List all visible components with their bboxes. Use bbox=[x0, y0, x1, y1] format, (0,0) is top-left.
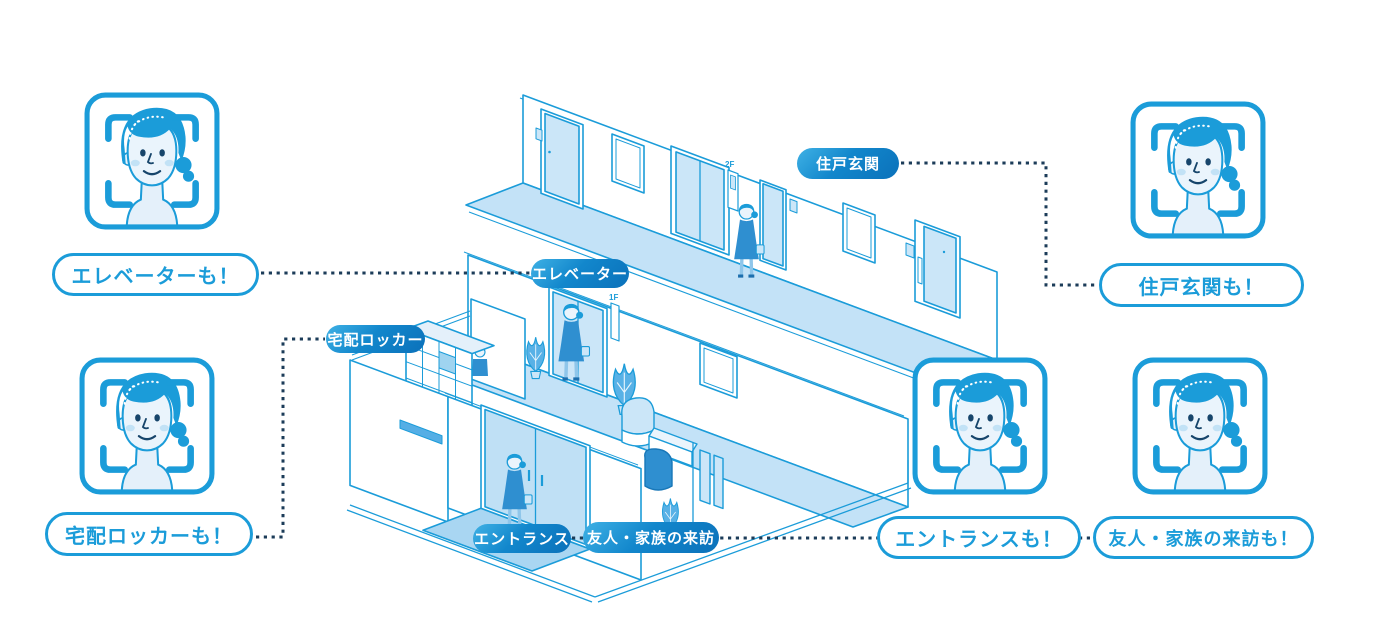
floor-sign-1f: 1F bbox=[609, 293, 618, 302]
callout-family-visit: 友人・家族の来訪も！ bbox=[1093, 516, 1314, 559]
face-scan-icon bbox=[912, 357, 1048, 500]
scene-label-delivery-locker: 宅配ロッカー bbox=[326, 325, 425, 353]
face-scan-icon bbox=[79, 357, 215, 500]
connector-unit-entrance bbox=[901, 161, 1097, 287]
face-scan-icon bbox=[1132, 357, 1268, 500]
callout-delivery-locker: 宅配ロッカーも！ bbox=[45, 512, 253, 556]
connector-delivery-locker bbox=[256, 337, 325, 539]
face-scan-icon bbox=[84, 92, 220, 235]
scene-label-entrance: エントランス bbox=[473, 524, 571, 553]
callout-entrance: エントランスも！ bbox=[877, 516, 1081, 559]
scene-label-family-visit: 友人・家族の来訪 bbox=[583, 522, 719, 553]
floor-sign-2f: 2F bbox=[725, 160, 734, 169]
scene-label-elevator: エレベーター bbox=[531, 259, 629, 288]
face-scan-icon bbox=[1130, 101, 1266, 244]
vestibule-lounge bbox=[621, 397, 724, 552]
callout-unit-entrance: 住戸玄関も！ bbox=[1099, 263, 1304, 307]
callout-elevator: エレベーターも！ bbox=[52, 253, 259, 296]
scene-label-unit-entrance: 住戸玄関 bbox=[797, 148, 899, 179]
